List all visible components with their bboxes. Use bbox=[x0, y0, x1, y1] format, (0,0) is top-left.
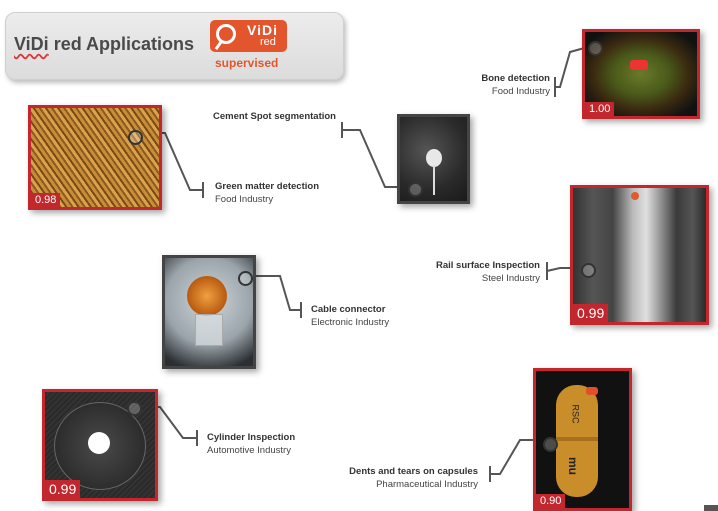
app-title: Cement Spot segmentation bbox=[213, 111, 336, 122]
app-industry: Food Industry bbox=[491, 86, 550, 97]
app-title: Dents and tears on capsules bbox=[349, 466, 478, 477]
score-badge: 0.99 bbox=[573, 304, 609, 322]
vidi-red-logo: ViDi red bbox=[210, 20, 287, 52]
app-title: Rail surface Inspection bbox=[435, 260, 540, 271]
app-industry: Steel Industry bbox=[481, 273, 540, 284]
app-title: Cable connector bbox=[311, 304, 386, 315]
score-badge: 1.00 bbox=[585, 102, 615, 116]
cement-spot-image bbox=[397, 114, 470, 204]
app-industry: Food Industry bbox=[215, 194, 274, 205]
app-industry: Pharmaceutical Industry bbox=[376, 479, 478, 490]
app-title: Green matter detection bbox=[215, 181, 319, 192]
corner-marker bbox=[704, 505, 718, 511]
app-industry: Electronic Industry bbox=[311, 317, 390, 328]
cable-connector-image bbox=[162, 255, 256, 369]
mode-label: supervised bbox=[215, 56, 279, 70]
score-badge: 0.90 bbox=[536, 494, 566, 508]
connector-capsule bbox=[490, 439, 543, 475]
app-industry: Automotive Industry bbox=[207, 445, 291, 456]
score-badge: 0.99 bbox=[45, 480, 81, 498]
capsule-image: RSC mu 0.90 bbox=[533, 368, 632, 511]
connector-bone bbox=[555, 46, 589, 88]
bone-detection-image: 1.00 bbox=[582, 29, 700, 119]
green-matter-image: 0.98 bbox=[28, 105, 162, 210]
page-title: ViDi red Applications bbox=[14, 34, 195, 54]
app-title: Cylinder Inspection bbox=[207, 432, 296, 443]
connector-cable bbox=[243, 275, 301, 311]
magnifier-icon bbox=[216, 24, 236, 44]
score-badge: 0.98 bbox=[31, 193, 61, 207]
header-panel bbox=[5, 12, 344, 80]
cylinder-inspection-image: 0.99 bbox=[42, 389, 158, 501]
app-title: Bone detection bbox=[481, 73, 550, 84]
rail-surface-image: 0.99 bbox=[570, 185, 709, 325]
